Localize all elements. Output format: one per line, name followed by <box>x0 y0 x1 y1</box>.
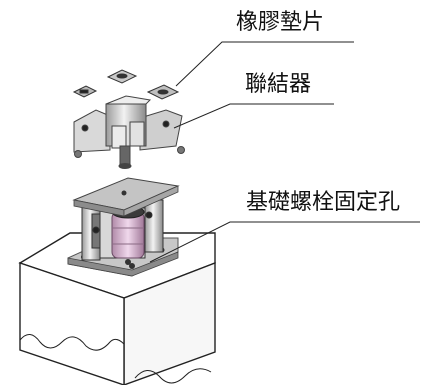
top-plate <box>72 177 180 217</box>
label-coupler: 聯結器 <box>245 72 312 97</box>
rubber-pads <box>72 69 180 100</box>
coupler-bracket <box>73 95 185 169</box>
leader-lines <box>149 41 246 263</box>
anchor-hole-front <box>129 263 135 269</box>
label-rubber-pad: 橡膠墊片 <box>236 10 325 35</box>
label-anchor-hole: 基礎螺栓固定孔 <box>246 190 401 215</box>
leader-rubber-pad <box>175 41 236 87</box>
leader-coupler <box>173 103 245 129</box>
leader-anchor-hole <box>149 221 246 263</box>
